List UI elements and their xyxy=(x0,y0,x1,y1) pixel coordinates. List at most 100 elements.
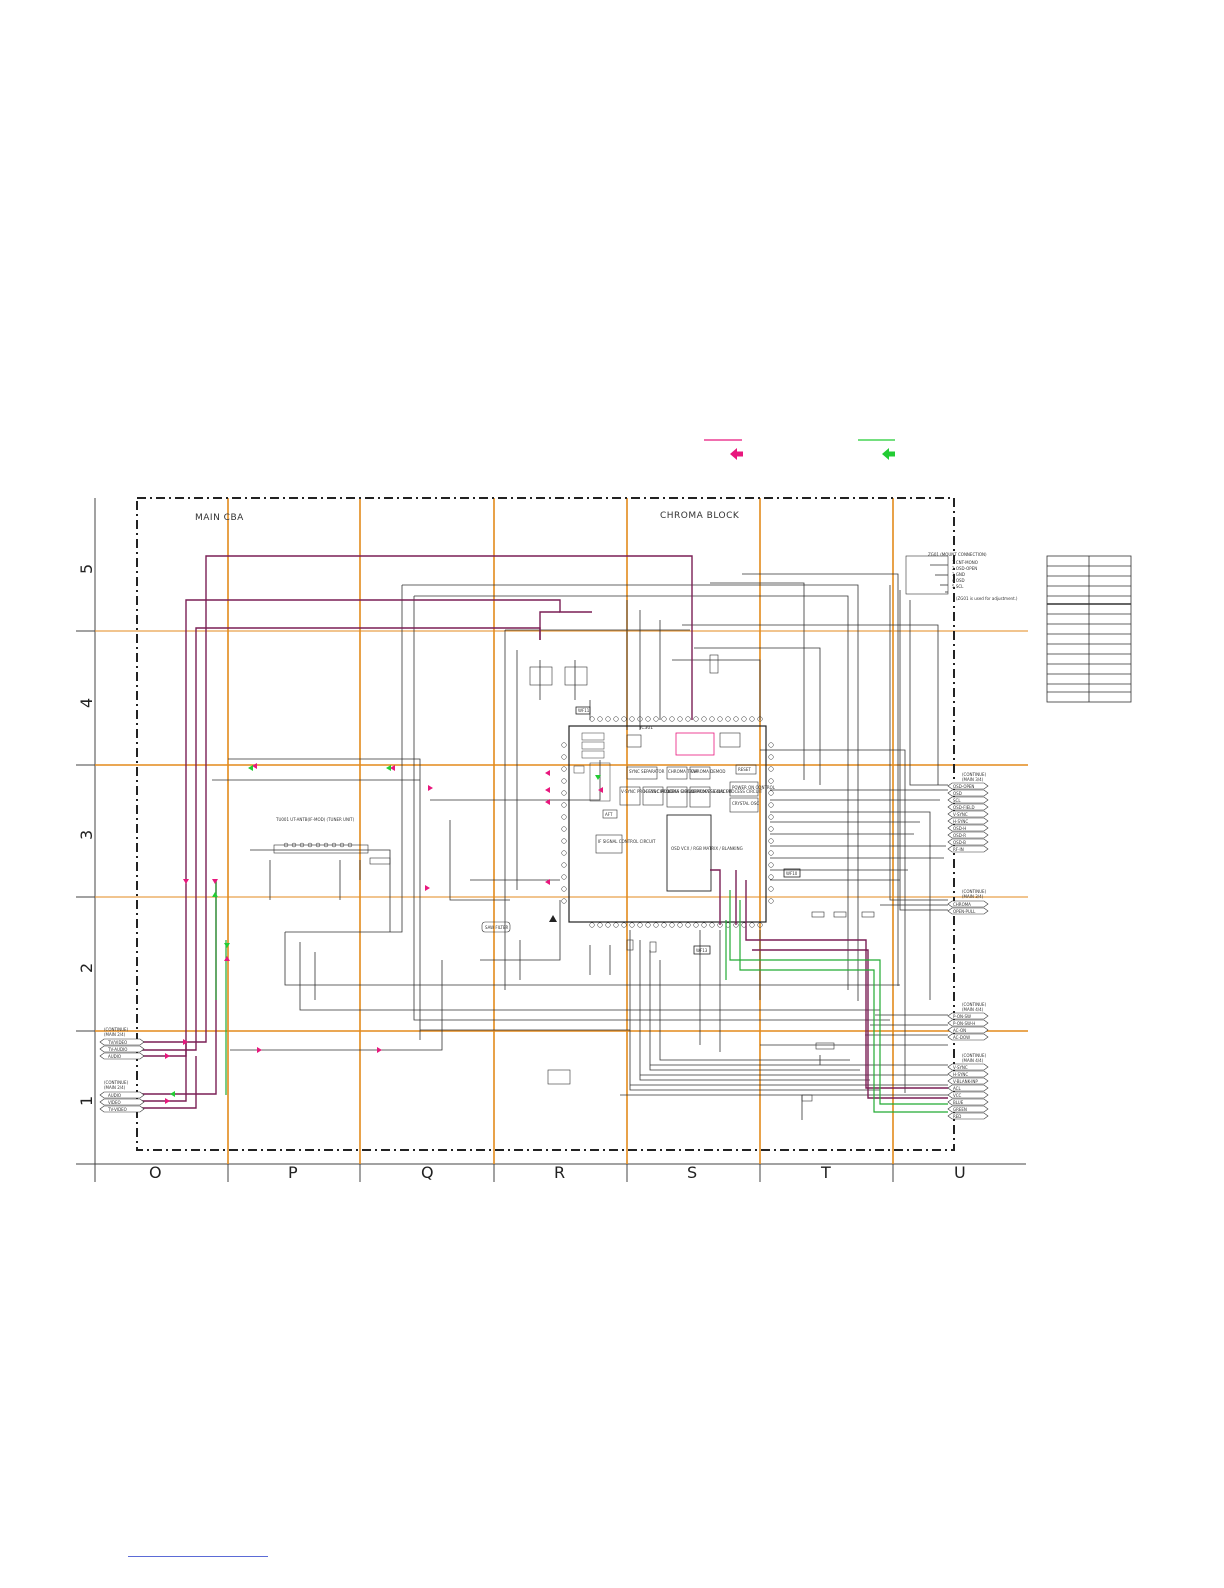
svg-text:(MAIN 2/4): (MAIN 2/4) xyxy=(104,1032,126,1037)
aft-label: AFT xyxy=(605,812,613,817)
v-sync-label: V-SYNC PROCESS CIRCUIT xyxy=(621,789,673,794)
svg-text:H-SYNC: H-SYNC xyxy=(953,819,968,824)
reset-block xyxy=(735,764,757,775)
chroma-demod-block xyxy=(689,766,711,780)
signal-lines-purple xyxy=(140,555,948,1109)
svg-text:ZG01 (MOUNT CONNECTION): ZG01 (MOUNT CONNECTION) xyxy=(928,552,987,557)
column-label-u: U xyxy=(954,1163,966,1182)
column-label-q: Q xyxy=(421,1163,434,1182)
row-label-3: 3 xyxy=(77,830,96,840)
pink-arrow-icon xyxy=(730,448,743,460)
svg-text:GREEN: GREEN xyxy=(953,1107,967,1112)
svg-text:OSD-B: OSD-B xyxy=(953,840,966,845)
svg-text:(MAIN 4/4): (MAIN 4/4) xyxy=(962,1007,984,1012)
svg-text:OPEN-PULL: OPEN-PULL xyxy=(953,909,976,914)
svg-text:RF-IN: RF-IN xyxy=(953,847,964,852)
ic301: SYNC SEPARATOR CHROMA TRAP CHROMA DEMOD … xyxy=(568,725,776,923)
svg-text:3 GND: 3 GND xyxy=(952,572,965,577)
chroma-trap-label: CHROMA TRAP xyxy=(668,769,698,774)
chroma-process-label: CHROMA SIGNAL PROCESS CIRCUIT xyxy=(691,789,763,794)
svg-text:CHROMA: CHROMA xyxy=(953,902,971,907)
page-footer-rule xyxy=(128,1556,268,1557)
pink-markers xyxy=(165,763,603,1104)
signal-legend xyxy=(704,439,895,460)
sync-separator-label: SYNC SEPARATOR xyxy=(629,769,665,774)
connector-left-top: (CONTINUE) (MAIN 2/4) TV/VIDEO TV-AUDIO … xyxy=(99,1027,145,1060)
chroma-process-block xyxy=(689,786,711,808)
svg-text:1 CNT-MONO: 1 CNT-MONO xyxy=(952,560,978,565)
power-on-block xyxy=(729,781,759,797)
svg-text:(CONTINUE): (CONTINUE) xyxy=(104,1027,129,1032)
connector-right-bottom: (CONTINUE) (MAIN 4/4) V-SYNC H-SYNC V-BL… xyxy=(947,1053,989,1120)
crystal-block xyxy=(729,797,759,813)
svg-text:BLUE: BLUE xyxy=(953,1100,964,1105)
svg-text:(CONTINUE): (CONTINUE) xyxy=(962,1002,987,1007)
svg-text:OSD-OPEN: OSD-OPEN xyxy=(953,784,974,789)
svg-text:2 OSD-OPEN: 2 OSD-OPEN xyxy=(952,566,977,571)
column-label-p: P xyxy=(288,1163,298,1182)
luma-process-label: LUMA SIGNAL PROCESS CIRCUIT xyxy=(668,789,733,794)
svg-text:ACL: ACL xyxy=(953,1086,961,1091)
svg-text:TV/VIDEO: TV/VIDEO xyxy=(107,1040,127,1045)
svg-text:TV-VIDEO: TV-VIDEO xyxy=(107,1107,127,1112)
signal-lines-green xyxy=(215,880,948,1113)
svg-text:OSD: OSD xyxy=(953,791,962,796)
svg-text:OSD-R: OSD-R xyxy=(953,833,966,838)
column-label-t: T xyxy=(820,1163,831,1182)
wf13-label: WF13 xyxy=(696,948,708,953)
h-sync-block xyxy=(642,786,664,806)
svg-text:RED: RED xyxy=(953,1114,961,1119)
sync-separator-block xyxy=(626,766,658,780)
column-labels: O P Q R S T U xyxy=(149,1163,966,1182)
ic301-label: IC301 xyxy=(640,725,653,731)
power-on-label: POWER ON CONTROL xyxy=(732,785,776,790)
if-signal-block xyxy=(595,834,623,854)
green-arrow-icon xyxy=(882,448,895,460)
tuner-unit: TU001 UT-ANTB(IF-MOD) (TUNER UNIT) SAW F… xyxy=(273,817,511,933)
chroma-trap-block xyxy=(666,766,688,780)
green-markers xyxy=(170,765,601,1097)
chroma-block-label: CHROMA BLOCK xyxy=(660,511,740,521)
osd-block-label: OSD VCX / RGB MATRIX / BLANKING xyxy=(671,846,743,851)
column-label-o: O xyxy=(149,1163,162,1182)
reset-label: RESET xyxy=(738,767,751,772)
parts-table xyxy=(1046,555,1132,703)
row-label-1: 1 xyxy=(77,1096,96,1106)
connector-right-top: (CONTINUE) (MAIN 3/4) OSD-OPEN OSD SCL O… xyxy=(947,772,989,853)
column-label-r: R xyxy=(554,1163,565,1182)
svg-text:TV-AUDIO: TV-AUDIO xyxy=(107,1047,127,1052)
svg-text:AC-DOW: AC-DOW xyxy=(953,1035,970,1040)
connector-left-bottom: (CONTINUE) (MAIN 2/4) AUDIO VIDEO TV-VID… xyxy=(99,1080,145,1113)
row-labels: 5 4 3 2 1 xyxy=(77,564,96,1106)
components xyxy=(369,555,949,1102)
chroma-demod-label: CHROMA DEMOD xyxy=(691,769,725,774)
svg-text:(MAIN 4/4): (MAIN 4/4) xyxy=(962,1058,984,1063)
osd-block xyxy=(666,814,712,892)
svg-text:VIDEO: VIDEO xyxy=(108,1100,121,1105)
row-label-2: 2 xyxy=(77,963,96,973)
svg-text:(CONTINUE): (CONTINUE) xyxy=(962,889,987,894)
grid-frame xyxy=(76,498,1026,1182)
svg-text:4 OSD: 4 OSD xyxy=(952,578,965,583)
waveform-points: WF11 WF10 WF13 xyxy=(575,706,801,955)
connector-top-right: ZG01 (MOUNT CONNECTION) 1 CNT-MONO 2 OSD… xyxy=(928,552,1018,601)
svg-text:VCC: VCC xyxy=(953,1093,962,1098)
wf11-label: WF11 xyxy=(578,708,590,713)
saw-filter-label: SAW FILTER xyxy=(485,925,508,930)
svg-text:SCL: SCL xyxy=(953,798,961,803)
luma-process-block xyxy=(666,786,688,808)
h-sync-label: H-SYNC PROCESS CIRCUIT xyxy=(644,789,697,794)
row-label-5: 5 xyxy=(77,564,96,574)
svg-text:(CONTINUE): (CONTINUE) xyxy=(104,1080,129,1085)
svg-text:(CONTINUE): (CONTINUE) xyxy=(962,772,987,777)
crystal-label: CRYSTAL OSC xyxy=(732,801,759,806)
svg-text:OSD-H: OSD-H xyxy=(953,826,966,831)
svg-text:AC-ON: AC-ON xyxy=(953,1028,966,1033)
svg-text:V-SYNC: V-SYNC xyxy=(953,1065,968,1070)
svg-text:V-BLANK-INP: V-BLANK-INP xyxy=(953,1079,978,1084)
svg-text:(CONTINUE): (CONTINUE) xyxy=(962,1053,987,1058)
main-cba-label: MAIN CBA xyxy=(195,513,244,523)
column-label-s: S xyxy=(687,1163,697,1182)
